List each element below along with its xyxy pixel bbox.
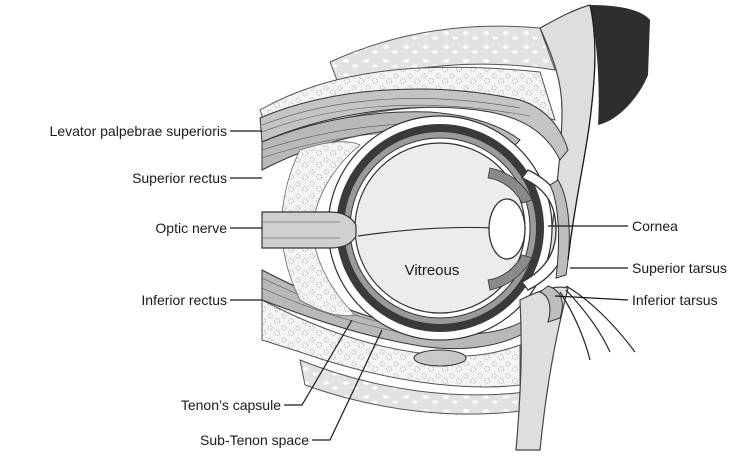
label-levator: Levator palpebrae superioris [50,123,227,139]
label-sub-tenon-space: Sub-Tenon space [200,432,309,448]
label-superior-tarsus: Superior tarsus [632,260,727,276]
label-vitreous: Vitreous [405,262,460,279]
label-optic-nerve: Optic nerve [155,220,227,236]
eyebrow [590,5,650,125]
optic-nerve-shape [262,212,356,248]
lens [489,199,525,259]
label-superior-rectus: Superior rectus [132,170,227,186]
label-cornea: Cornea [632,218,678,234]
label-inferior-rectus: Inferior rectus [141,292,227,308]
label-tenons-capsule: Tenon’s capsule [181,397,281,413]
inferior-oblique [414,350,466,366]
label-inferior-tarsus: Inferior tarsus [632,292,718,308]
